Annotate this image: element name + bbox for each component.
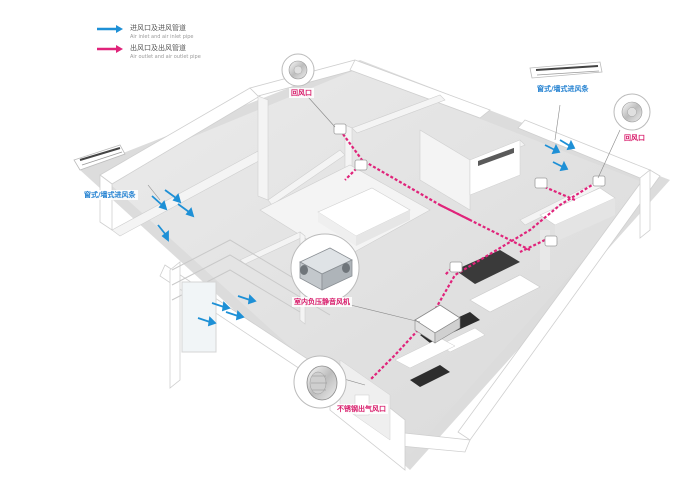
return-vent-right-bubble bbox=[613, 93, 651, 131]
inlet-arrow-icon bbox=[97, 25, 123, 33]
kitchen bbox=[469, 139, 616, 270]
fan-unit-bubble bbox=[290, 233, 360, 303]
legend-outlet-sub: Air outlet and air outlet pipe bbox=[130, 54, 201, 60]
inlet-arrows bbox=[151, 139, 576, 327]
label-fan-unit: 室内负压静音风机 bbox=[292, 297, 352, 307]
central-fan-unit bbox=[414, 304, 461, 344]
bedroom-bed bbox=[317, 187, 411, 246]
legend-inlet-label: 进风口及进风管道 bbox=[130, 24, 186, 32]
return-vent-bubble bbox=[281, 53, 315, 87]
exhaust-vent-bubble bbox=[293, 355, 347, 409]
outlet-arrow-icon bbox=[97, 45, 123, 53]
label-wall-inlet-left: 窗式/墙式进风条 bbox=[82, 190, 138, 200]
label-exhaust-vent: 不锈钢出气风口 bbox=[335, 404, 388, 414]
legend-outlet-label: 出风口及出风管道 bbox=[130, 44, 186, 52]
label-return-vent-right: 回风口 bbox=[622, 133, 647, 143]
legend-outlet: 出风口及出风管道 Air outlet and air outlet pipe bbox=[96, 44, 201, 62]
wall-inlet-strip-right bbox=[529, 61, 603, 79]
label-wall-inlet-right: 窗式/墙式进风条 bbox=[535, 84, 591, 94]
legend-inlet: 进风口及进风管道 Air inlet and air inlet pipe bbox=[96, 24, 194, 42]
label-return-vent: 回风口 bbox=[289, 88, 314, 98]
wall-inlet-strip-left bbox=[73, 144, 126, 171]
legend-inlet-sub: Air inlet and air inlet pipe bbox=[130, 34, 194, 40]
